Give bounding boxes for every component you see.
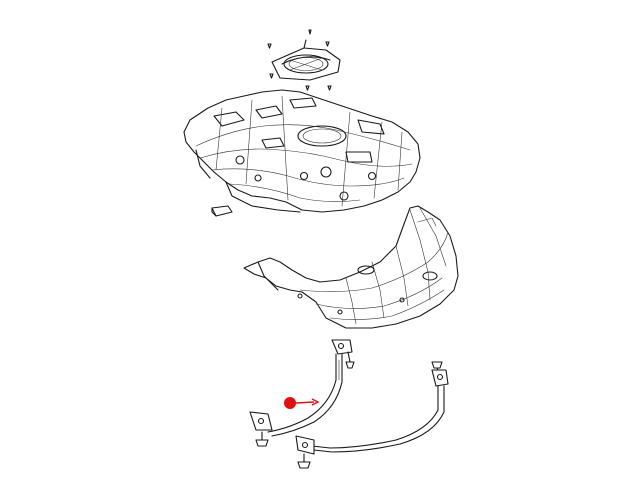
pump-seal-plate bbox=[271, 39, 341, 81]
callout-arrow-line bbox=[295, 401, 315, 404]
highlight-dot-icon bbox=[284, 397, 296, 409]
fuel-tank bbox=[183, 89, 421, 213]
tank-strap-left bbox=[249, 339, 355, 447]
insulator-pad bbox=[211, 205, 233, 217]
heat-shield bbox=[243, 205, 459, 329]
tank-strap-right bbox=[295, 361, 449, 469]
callout-marker bbox=[284, 397, 320, 409]
callout-arrow-head-icon bbox=[311, 398, 320, 406]
